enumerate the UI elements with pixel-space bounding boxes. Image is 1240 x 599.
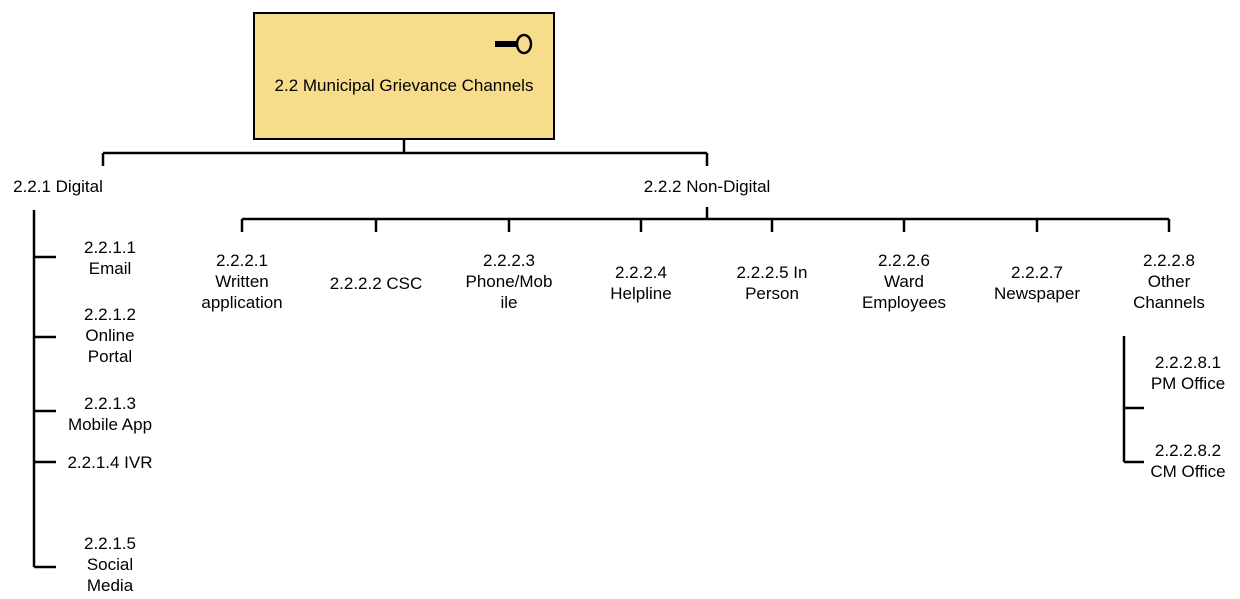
key-icon [495,33,533,55]
root-node: 2.2 Municipal Grievance Channels [253,12,555,140]
non-digital-item-2: 2.2.2.2 CSC [329,274,423,293]
non-digital-node: 2.2.2 Non-Digital [643,177,771,196]
digital-item-4: 2.2.1.4 IVR [67,453,153,472]
digital-node: 2.2.1 Digital [13,177,103,196]
root-label: 2.2 Municipal Grievance Channels [274,76,534,95]
